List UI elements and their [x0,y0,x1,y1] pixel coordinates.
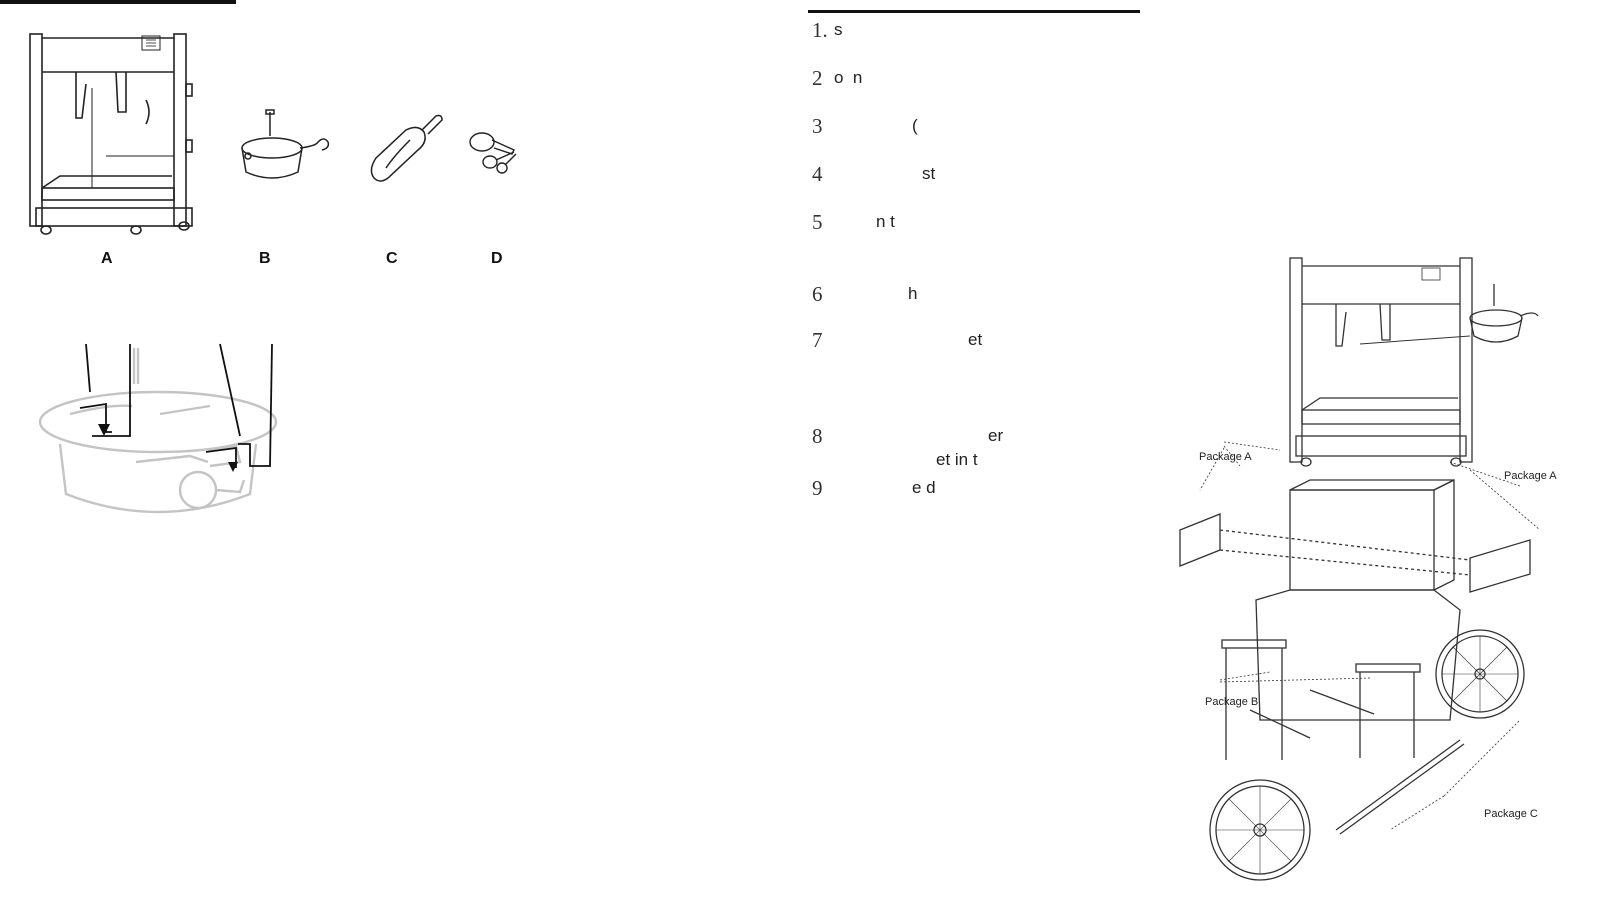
step-number: 7 [812,328,823,352]
step-number: 9 [812,476,823,500]
part-c-label: C [386,250,398,267]
part-c-scoop-illustration [366,112,446,188]
step-number: 5 [812,210,823,234]
step-text: n t [876,212,895,231]
part-b-label: B [259,250,271,267]
package-c-label: Package C [1484,808,1538,820]
part-b-kettle-illustration [236,108,336,188]
step-text: e d [912,478,936,497]
part-d-measuring-cups-illustration [466,126,532,182]
step-text: ( [912,116,918,135]
part-a-label: A [101,250,113,267]
part-a-cabinet-illustration [26,28,206,240]
step-number: 1. [812,18,828,42]
step-number: 2 [812,66,823,90]
step-text: s [834,20,843,39]
step-text: et [968,330,983,349]
step-text: o n [834,68,863,87]
package-b-label: Package B [1205,696,1259,708]
step-text-line-2: et in t [936,450,978,469]
step-number: 8 [812,424,823,448]
step-number: 4 [812,162,823,186]
header-rule-right [808,10,1140,13]
step-text: er [988,426,1004,445]
kettle-hanging-detail-illustration [38,343,300,524]
step-number: 6 [812,282,823,306]
step-text: st [922,164,936,183]
cart-assembly-exploded-illustration [1160,250,1600,920]
package-a-label-left: Package A [1199,451,1252,463]
package-a-label-right: Package A [1504,470,1557,482]
step-text: h [908,284,918,303]
header-rule-left [0,0,236,4]
part-d-label: D [491,250,503,267]
step-number: 3 [812,114,823,138]
